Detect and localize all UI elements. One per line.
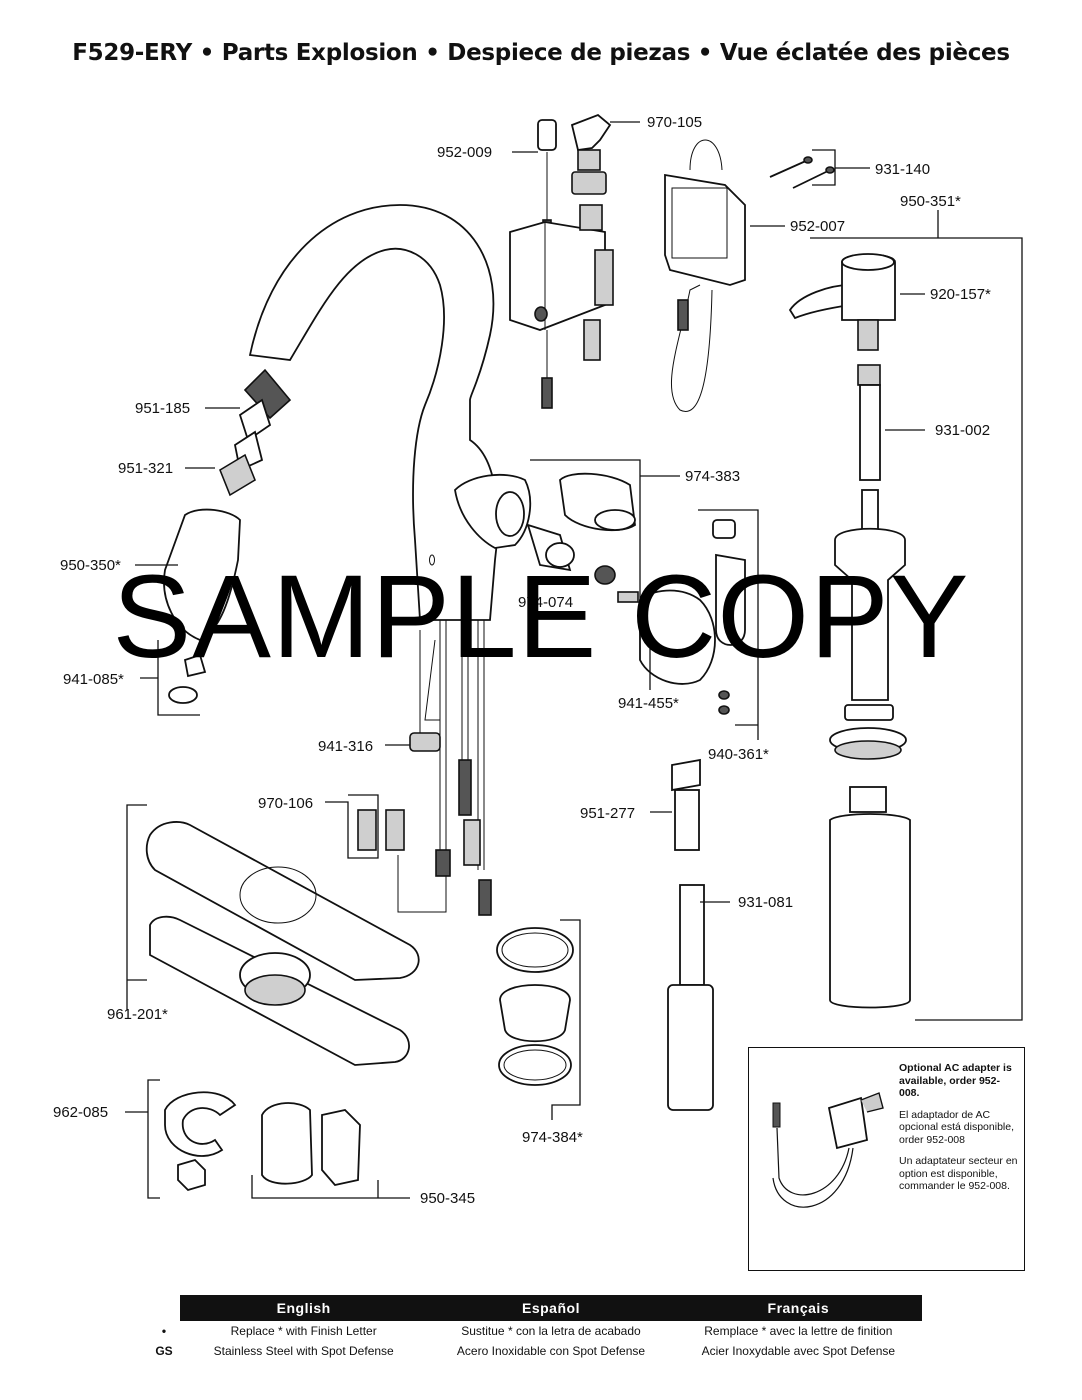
legend-spanish: Acero Inoxidable con Spot Defense <box>456 1344 646 1358</box>
handle-940-361 <box>639 519 746 715</box>
label-950-345: 950-345 <box>420 1190 475 1207</box>
legend-french: Acier Inoxydable avec Spot Defense <box>701 1344 896 1358</box>
label-941-455: 941-455* <box>618 695 679 712</box>
legend-row: GS Stainless Steel with Spot Defense Ace… <box>155 1341 922 1361</box>
label-950-350: 950-350* <box>60 557 121 574</box>
label-940-361: 940-361* <box>708 746 769 763</box>
ac-adapter-icon <box>772 1092 884 1208</box>
leader-lines <box>125 121 1023 1199</box>
label-970-106: 970-106 <box>258 795 313 812</box>
legend-header-french: Français <box>767 1300 830 1316</box>
legend-header-spanish: Español <box>522 1300 580 1316</box>
label-974-384: 974-384* <box>522 1129 583 1146</box>
cartridge-assembly <box>526 472 639 603</box>
legend-key: • <box>161 1324 167 1338</box>
spray-head-assembly <box>163 368 292 704</box>
legend-key: GS <box>155 1344 173 1358</box>
ac-adapter-note: Optional AC adapter is available, order … <box>748 1047 1025 1271</box>
part-951-277 <box>671 758 701 851</box>
clip-941-316 <box>409 732 441 752</box>
finish-legend: English Español Français • Replace * wit… <box>155 1295 922 1361</box>
label-931-140: 931-140 <box>875 161 930 178</box>
label-941-316: 941-316 <box>318 738 373 755</box>
part-950-345 <box>261 1102 361 1186</box>
supply-hoses <box>419 620 492 916</box>
label-941-085: 941-085* <box>63 671 124 688</box>
ac-adapter-french: Un adaptateur secteur en option est disp… <box>899 1155 1018 1192</box>
label-951-277: 951-277 <box>580 805 635 822</box>
soap-pump-head <box>788 253 896 351</box>
legend-header: English Español Français <box>180 1295 922 1321</box>
ac-adapter-spanish: El adaptador de AC opcional está disponi… <box>899 1108 1014 1146</box>
legend-spanish: Sustitue * con la letra de acabado <box>461 1324 641 1338</box>
label-952-007: 952-007 <box>790 218 845 235</box>
label-974-383: 974-383 <box>685 468 740 485</box>
page-title: F529-ERY • Parts Explosion • Despiece de… <box>72 40 1010 66</box>
label-961-201: 961-201* <box>107 1006 168 1023</box>
legend-english: Replace * with Finish Letter <box>230 1324 377 1338</box>
label-951-321: 951-321 <box>118 460 173 477</box>
part-931-081 <box>667 884 714 1111</box>
legend-row: • Replace * with Finish Letter Sustitue … <box>162 1321 922 1341</box>
label-920-157: 920-157* <box>930 286 991 303</box>
ac-adapter-english: Optional AC adapter is available, order … <box>899 1062 1012 1099</box>
legend-english: Stainless Steel with Spot Defense <box>213 1344 394 1358</box>
faucet-body <box>248 204 532 621</box>
battery-box <box>664 139 746 412</box>
deck-plate <box>145 821 420 1066</box>
control-box <box>509 113 614 409</box>
legend-header-english: English <box>276 1300 331 1316</box>
soap-bottle <box>829 786 911 1009</box>
legend-french: Remplace * avec la lettre de finition <box>704 1324 893 1338</box>
label-931-002: 931-002 <box>935 422 990 439</box>
part-962-085 <box>164 1091 237 1192</box>
soap-pump-931-002 <box>829 364 907 760</box>
label-951-185: 951-185 <box>135 400 190 417</box>
label-970-105: 970-105 <box>647 114 702 131</box>
label-952-009: 952-009 <box>437 144 492 161</box>
screws-931-140 <box>769 156 835 189</box>
label-950-351: 950-351* <box>900 193 961 210</box>
label-931-081: 931-081 <box>738 894 793 911</box>
rings-974-384 <box>496 927 574 1086</box>
fittings-970-106 <box>357 809 447 913</box>
label-962-085: 962-085 <box>53 1104 108 1121</box>
part-number-labels: 970-105 952-009 931-140 950-351* 952-007… <box>53 114 991 1207</box>
label-974-074: 974-074 <box>518 594 573 611</box>
